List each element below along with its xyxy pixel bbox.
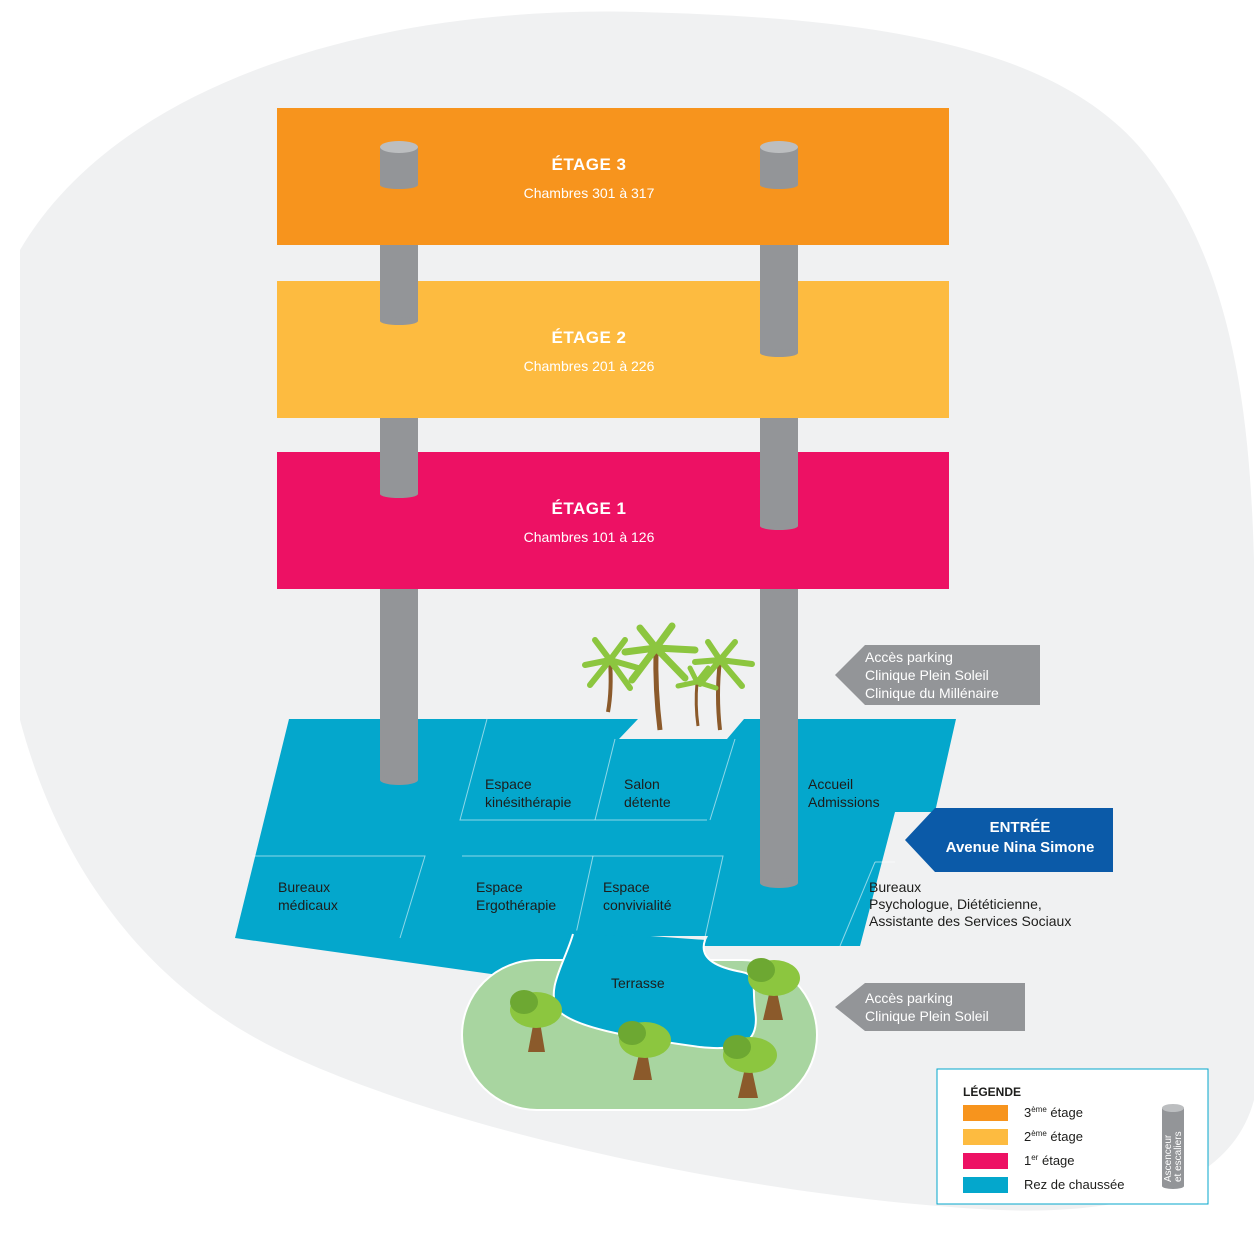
floor-1-subtitle: Chambres 101 à 126 <box>524 529 655 545</box>
tree-icon <box>510 990 562 1052</box>
legend-swatch-floor1 <box>963 1153 1008 1169</box>
svg-text:Ascenceuret escaliers: Ascenceuret escaliers <box>1163 1131 1184 1182</box>
floor-2: ÉTAGE 2 Chambres 201 à 226 <box>277 281 949 418</box>
palm-tree-icon <box>675 665 719 727</box>
palm-tree-icon <box>621 622 699 731</box>
room-terrasse: Terrasse <box>611 975 665 991</box>
tree-icon <box>723 1035 777 1098</box>
floor-1-title: ÉTAGE 1 <box>552 499 627 518</box>
legend-swatch-ground <box>963 1177 1008 1193</box>
elevator-icon <box>760 141 798 189</box>
floor-3: ÉTAGE 3 Chambres 301 à 317 <box>277 108 949 245</box>
room-dividers <box>252 718 895 947</box>
legend-label-floor1: 1er étage <box>1024 1153 1075 1168</box>
tree-icon <box>618 1021 671 1080</box>
floor-2-title: ÉTAGE 2 <box>552 328 627 347</box>
legend-title: LÉGENDE <box>963 1084 1021 1099</box>
legend-label-floor2: 2ème étage <box>1024 1129 1083 1144</box>
legend-swatch-floor3 <box>963 1105 1008 1121</box>
legend-label-floor3: 3ème étage <box>1024 1105 1083 1120</box>
tree-icon <box>747 958 800 1020</box>
floor-3-subtitle: Chambres 301 à 317 <box>524 185 655 201</box>
legend-label-ground: Rez de chaussée <box>1024 1177 1124 1192</box>
elevator-icon: Ascenceuret escaliers <box>1162 1104 1184 1189</box>
palm-tree-icon <box>692 639 755 731</box>
floor-2-subtitle: Chambres 201 à 226 <box>524 358 655 374</box>
floor-3-title: ÉTAGE 3 <box>552 155 627 174</box>
legend: LÉGENDE 3ème étage 2ème étage 1er étage … <box>936 1068 1209 1205</box>
legend-swatch-floor2 <box>963 1129 1008 1145</box>
elevator-icon <box>380 141 418 189</box>
floor-1: ÉTAGE 1 Chambres 101 à 126 <box>277 452 949 589</box>
palm-tree-icon <box>582 637 641 713</box>
